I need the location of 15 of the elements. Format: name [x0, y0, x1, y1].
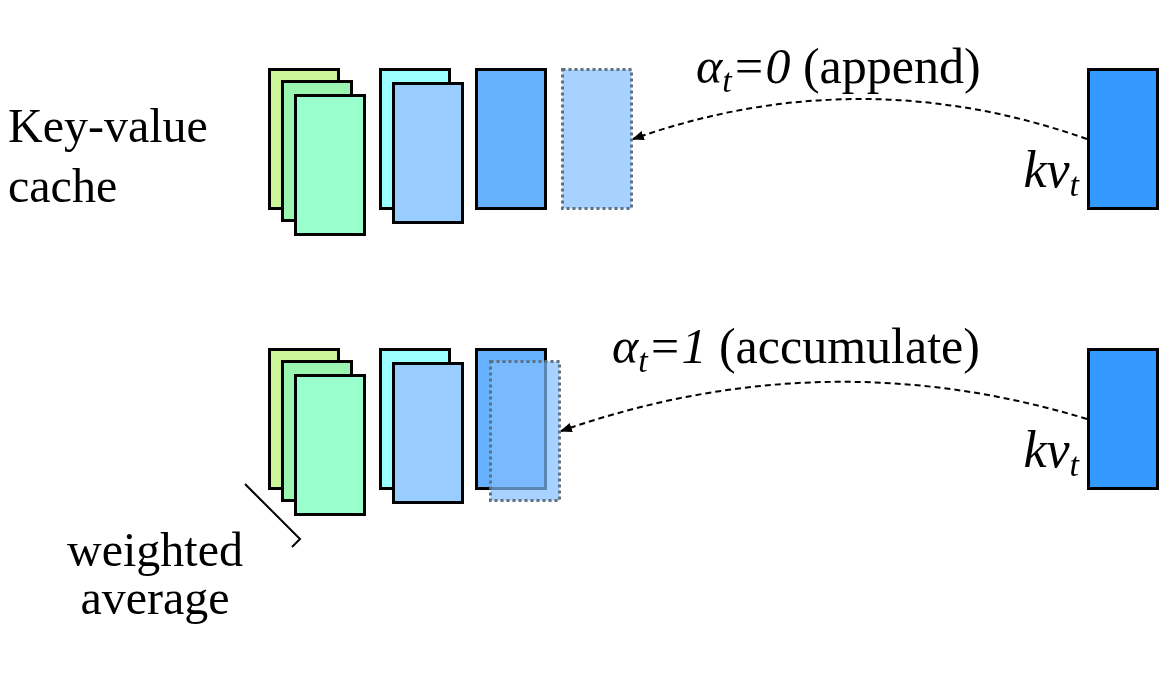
stacked-blocks — [379, 68, 464, 224]
dashed-arrow — [631, 98, 1088, 141]
vector-block — [1087, 348, 1159, 490]
side-label: Key-value cache — [8, 98, 209, 214]
dotted-slot-box — [489, 360, 561, 502]
vector-label: kv$_{t}$ — [1022, 144, 1079, 196]
stacked-blocks — [379, 348, 464, 504]
side-label: weighted average — [66, 526, 244, 622]
vector-label: kv$_{t}$ — [1022, 424, 1079, 476]
dashed-arrow — [559, 381, 1088, 433]
stacked-blocks — [268, 348, 366, 516]
stacked-blocks — [268, 68, 366, 236]
cache-block — [475, 68, 547, 210]
dotted-slot-box — [561, 68, 633, 210]
vector-block — [1087, 68, 1159, 210]
